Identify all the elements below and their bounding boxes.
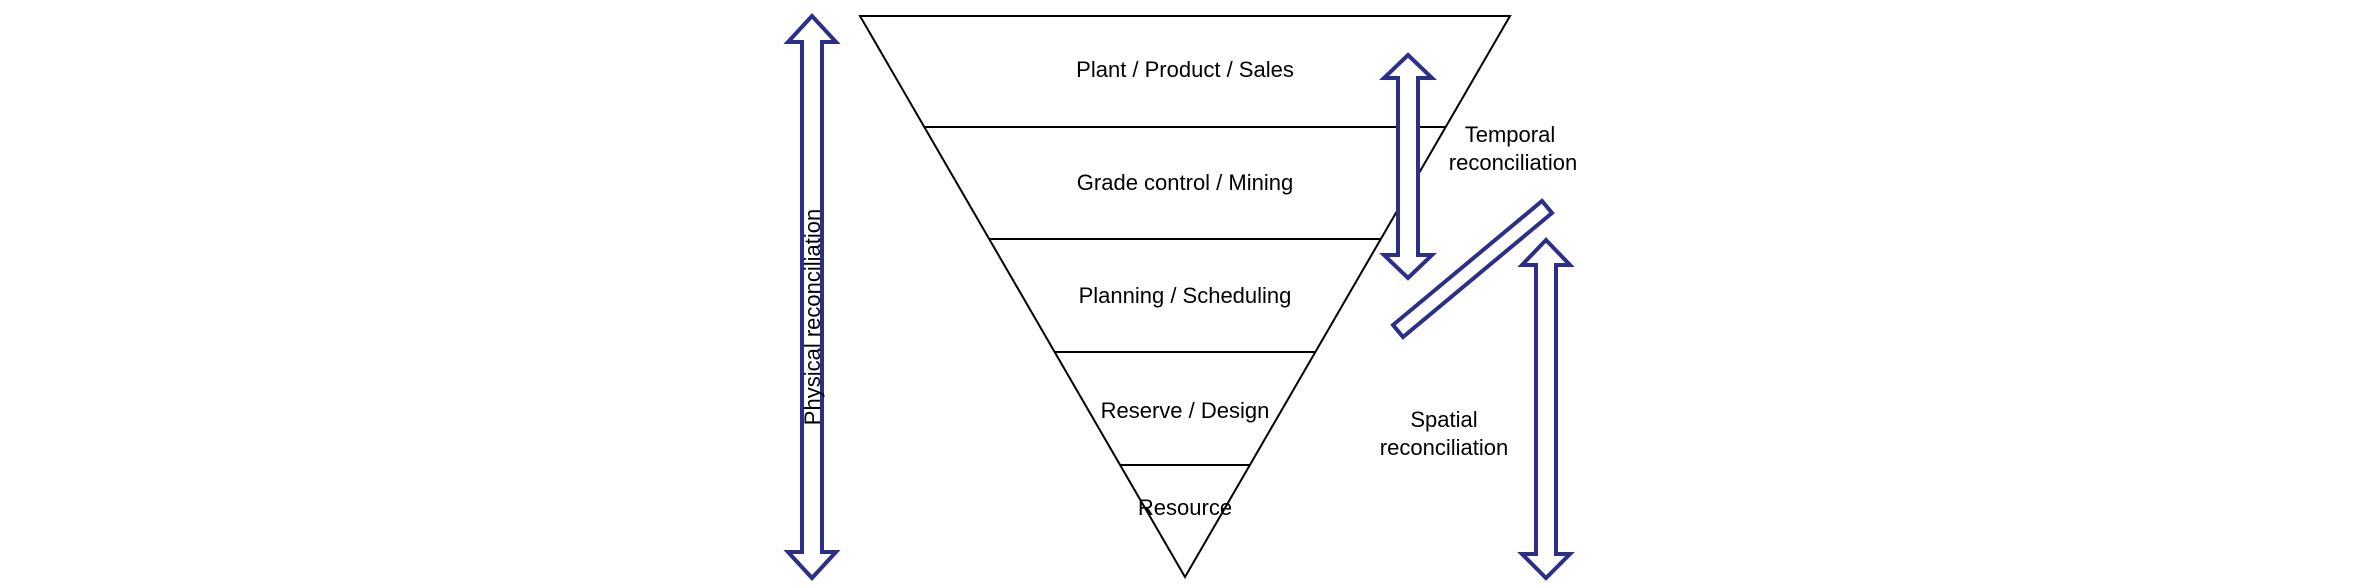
physical-reconciliation-arrow bbox=[783, 13, 841, 581]
level-label-grade-control: Grade control / Mining bbox=[1077, 170, 1293, 195]
level-label-reserve: Reserve / Design bbox=[1101, 398, 1270, 423]
diagonal-separator-bar bbox=[1390, 198, 1555, 340]
level-label-plant: Plant / Product / Sales bbox=[1076, 57, 1294, 82]
temporal-reconciliation-arrow bbox=[1379, 52, 1437, 281]
level-label-resource: Resource bbox=[1138, 495, 1232, 520]
pyramid bbox=[858, 15, 1512, 579]
temporal-reconciliation-label-line1: Temporal bbox=[1465, 122, 1555, 147]
temporal-reconciliation-label-line2: reconciliation bbox=[1449, 150, 1577, 175]
level-label-planning: Planning / Scheduling bbox=[1079, 283, 1292, 308]
physical-reconciliation-label: Physical reconciliation bbox=[800, 209, 825, 425]
pyramid-outline bbox=[858, 15, 1512, 579]
spatial-reconciliation-label-line2: reconciliation bbox=[1380, 435, 1508, 460]
spatial-reconciliation-label-line1: Spatial bbox=[1410, 407, 1477, 432]
spatial-reconciliation-arrow bbox=[1517, 237, 1575, 581]
